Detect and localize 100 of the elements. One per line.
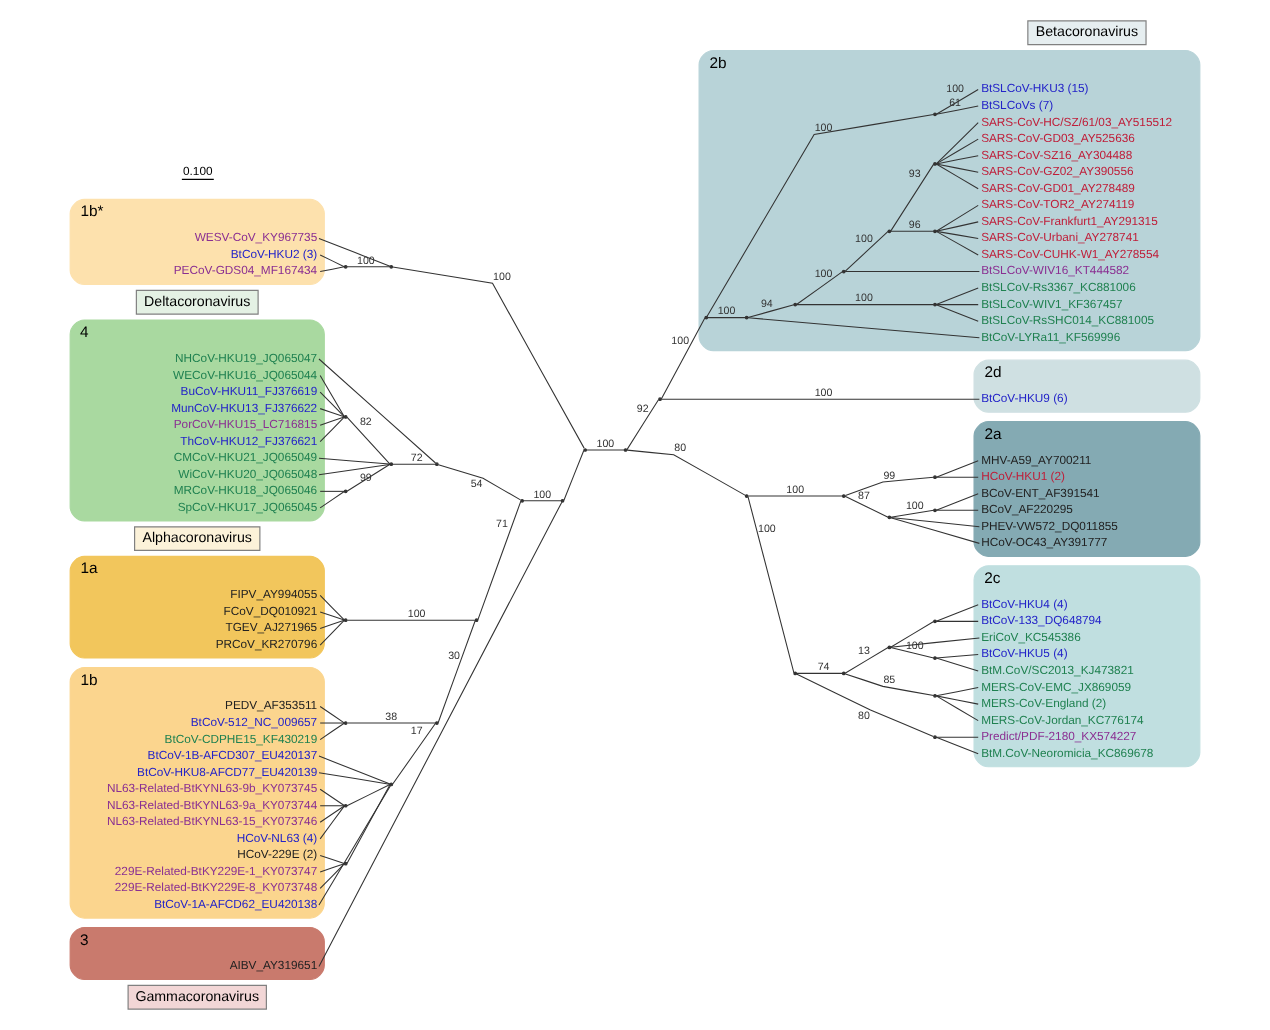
connector bbox=[844, 495, 889, 518]
connector bbox=[319, 722, 345, 724]
connector bbox=[935, 287, 979, 306]
connector bbox=[844, 476, 935, 496]
connector bbox=[318, 457, 390, 465]
node-point bbox=[744, 315, 749, 320]
node-point bbox=[389, 782, 394, 787]
connector bbox=[747, 304, 795, 319]
connector bbox=[935, 736, 979, 738]
connector bbox=[935, 653, 979, 659]
connector bbox=[935, 89, 979, 115]
connector bbox=[935, 476, 979, 478]
connector bbox=[319, 416, 345, 443]
connector bbox=[935, 163, 979, 173]
connector bbox=[660, 317, 706, 400]
connector bbox=[392, 722, 437, 785]
connector bbox=[890, 516, 980, 528]
node-point bbox=[520, 498, 524, 503]
connector bbox=[796, 271, 843, 306]
node-point bbox=[435, 462, 439, 467]
node-point bbox=[389, 462, 394, 467]
connector bbox=[318, 772, 390, 785]
connector bbox=[661, 398, 980, 400]
connector bbox=[844, 271, 980, 273]
node-point bbox=[343, 618, 348, 623]
connector bbox=[935, 138, 979, 165]
node-point bbox=[887, 515, 892, 520]
connector bbox=[319, 408, 345, 418]
connector bbox=[318, 237, 391, 267]
connector bbox=[935, 695, 979, 705]
node-point bbox=[583, 448, 588, 452]
connector bbox=[318, 463, 390, 476]
connector bbox=[319, 594, 345, 621]
node-point bbox=[933, 508, 937, 513]
node-point bbox=[343, 264, 348, 269]
connector bbox=[319, 611, 345, 621]
node-point bbox=[343, 415, 348, 419]
connector bbox=[935, 230, 979, 239]
node-point bbox=[793, 671, 798, 676]
connector bbox=[935, 221, 979, 232]
node-point bbox=[389, 264, 394, 269]
connector bbox=[890, 230, 935, 232]
connector bbox=[935, 687, 979, 697]
connector bbox=[319, 805, 345, 807]
connector bbox=[935, 509, 979, 511]
connector bbox=[319, 805, 345, 823]
connector bbox=[318, 358, 437, 464]
node-point bbox=[841, 671, 846, 676]
connector bbox=[796, 304, 935, 306]
node-point bbox=[841, 494, 846, 498]
connector bbox=[346, 722, 437, 724]
connector bbox=[318, 755, 391, 785]
connector bbox=[346, 266, 391, 268]
connector bbox=[935, 230, 979, 256]
connector bbox=[346, 463, 391, 492]
node-point bbox=[560, 498, 565, 503]
node-point bbox=[704, 315, 709, 320]
node-point bbox=[793, 302, 798, 307]
connector bbox=[935, 604, 979, 622]
connector bbox=[585, 449, 625, 451]
connector bbox=[890, 517, 980, 544]
node-point bbox=[343, 489, 348, 494]
connector bbox=[318, 501, 563, 967]
connector bbox=[319, 863, 345, 873]
connector bbox=[844, 230, 889, 272]
connector bbox=[319, 619, 345, 629]
connector bbox=[935, 122, 979, 165]
connector bbox=[346, 416, 391, 465]
connector bbox=[935, 105, 979, 115]
connector bbox=[319, 705, 345, 724]
node-point bbox=[933, 656, 937, 660]
node-point bbox=[887, 645, 892, 650]
connector bbox=[319, 416, 345, 426]
node-point bbox=[658, 397, 662, 402]
connector bbox=[935, 155, 979, 165]
connector bbox=[392, 463, 437, 465]
connector bbox=[319, 491, 345, 509]
node-point bbox=[887, 229, 892, 234]
connector bbox=[890, 163, 935, 232]
node-point bbox=[933, 112, 937, 117]
connector bbox=[935, 204, 979, 232]
connector bbox=[477, 500, 522, 621]
connector bbox=[319, 854, 345, 865]
connector bbox=[319, 863, 345, 889]
node-point bbox=[343, 861, 348, 866]
connector bbox=[437, 464, 521, 501]
connector bbox=[935, 493, 979, 511]
connector bbox=[747, 317, 980, 339]
connector bbox=[626, 449, 746, 496]
connector bbox=[319, 619, 345, 646]
node-point bbox=[744, 494, 749, 498]
connector bbox=[935, 163, 979, 190]
node-point bbox=[933, 302, 937, 307]
connector bbox=[522, 500, 562, 502]
connector bbox=[844, 673, 935, 697]
connector bbox=[563, 449, 585, 501]
connector bbox=[707, 317, 746, 319]
node-point bbox=[933, 693, 937, 698]
node-point bbox=[933, 229, 937, 234]
node-point bbox=[933, 735, 937, 740]
